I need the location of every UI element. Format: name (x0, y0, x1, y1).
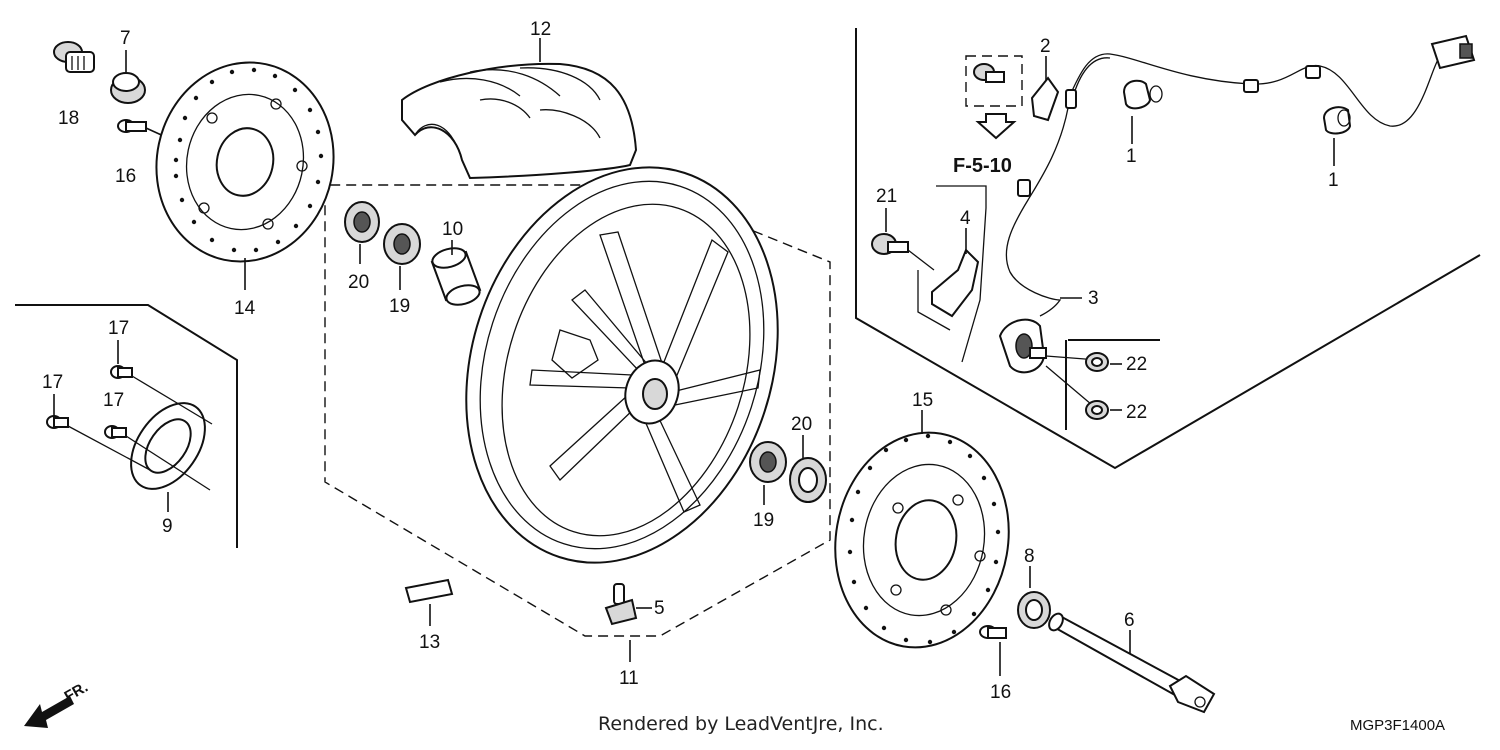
distance-collar-10 (430, 240, 482, 306)
dust-seal-20-right (789, 435, 827, 503)
tire-12 (401, 38, 638, 180)
collar-8 (1017, 566, 1051, 629)
dust-seal-20-left (344, 201, 380, 264)
callout-11[interactable]: 11 (619, 668, 639, 689)
bracket-4 (917, 185, 987, 363)
valve-5 (604, 583, 652, 626)
callout-numbers: 12 7 18 16 14 20 19 10 17 17 17 9 13 5 1… (42, 19, 1339, 703)
reference-box (965, 55, 1023, 140)
bolt-17-left (46, 394, 151, 471)
callout-2[interactable]: 2 (1040, 36, 1051, 57)
nut-22-bottom (1065, 340, 1122, 430)
bolt-16-left (117, 119, 169, 139)
callout-8[interactable]: 8 (1024, 546, 1035, 567)
callout-16-left[interactable]: 16 (115, 166, 136, 187)
front-direction-arrow: FR. (24, 679, 91, 728)
callout-10[interactable]: 10 (442, 219, 463, 240)
callout-1-left[interactable]: 1 (1126, 146, 1137, 167)
callout-14[interactable]: 14 (234, 298, 256, 319)
callout-12[interactable]: 12 (530, 19, 551, 40)
reference-label[interactable]: F-5-10 (953, 155, 1012, 177)
wheel-assembly-dashed-box (324, 184, 831, 637)
callout-17-top[interactable]: 17 (108, 318, 129, 339)
pulser-region-frame (15, 304, 238, 548)
sensor-region-frame (855, 28, 1481, 470)
callout-5[interactable]: 5 (654, 598, 665, 619)
callout-6[interactable]: 6 (1124, 610, 1135, 631)
brake-disc-14 (155, 61, 335, 290)
bearing-19-left (383, 223, 421, 290)
callout-18[interactable]: 18 (58, 108, 79, 129)
speed-sensor (998, 318, 1099, 411)
callout-20-left[interactable]: 20 (348, 272, 369, 293)
brake-disc-15 (834, 410, 1010, 649)
callout-22-bottom[interactable]: 22 (1126, 402, 1147, 423)
axle-6 (1048, 612, 1216, 714)
callout-22-top[interactable]: 22 (1126, 354, 1147, 375)
callout-7[interactable]: 7 (120, 28, 131, 49)
callout-19-right[interactable]: 19 (753, 510, 774, 531)
callout-17-mid[interactable]: 17 (103, 390, 124, 411)
collar-7 (110, 50, 146, 104)
callout-17-left[interactable]: 17 (42, 372, 63, 393)
nut-22-top (1068, 339, 1160, 372)
sensor-wire-3 (1005, 34, 1476, 317)
bearing-19-right (749, 441, 787, 505)
bolt-17-top (110, 340, 213, 425)
callout-13[interactable]: 13 (419, 632, 440, 653)
clamp-1-left (1122, 79, 1163, 144)
clamp-1-right (1322, 106, 1352, 166)
callout-4[interactable]: 4 (960, 208, 971, 229)
diagram-code: MGP3F1400A (1350, 717, 1445, 734)
callout-16-right[interactable]: 16 (990, 682, 1011, 703)
clip-2 (1030, 56, 1060, 122)
callout-19-left[interactable]: 19 (389, 296, 410, 317)
bolt-18 (53, 41, 95, 73)
bolt-21 (871, 208, 935, 271)
callout-3[interactable]: 3 (1088, 288, 1099, 309)
wheel-11 (465, 166, 779, 662)
callout-20-right[interactable]: 20 (791, 414, 812, 435)
credit-text: Rendered by LeadVentJre, Inc. (598, 713, 884, 735)
balance-weight-13 (404, 578, 454, 626)
pulser-ring-9 (130, 402, 206, 512)
bolt-17-mid (104, 425, 211, 491)
bolt-16-right (979, 625, 1007, 676)
callout-9[interactable]: 9 (162, 516, 173, 537)
callout-15[interactable]: 15 (912, 390, 933, 411)
callout-21[interactable]: 21 (876, 186, 897, 207)
callout-1-right[interactable]: 1 (1328, 170, 1339, 191)
